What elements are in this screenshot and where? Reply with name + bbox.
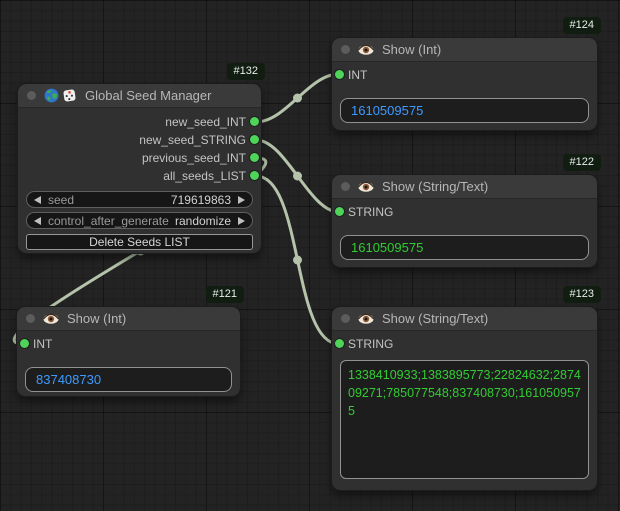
eye-icon: [358, 313, 374, 325]
output-label: all_seeds_LIST: [163, 169, 246, 183]
string-display-textarea[interactable]: 1338410933;1383895773;22824632;287409271…: [340, 360, 589, 479]
int-display-field[interactable]: 837408730: [25, 367, 232, 392]
node-titlebar[interactable]: Global Seed Manager: [18, 84, 261, 108]
output-slot-new_seed_INT: new_seed_INT: [18, 113, 261, 131]
output-label: new_seed_STRING: [139, 133, 246, 147]
seed-widget[interactable]: seed 719619863: [26, 191, 253, 208]
prev-option-arrow-icon[interactable]: [34, 216, 41, 225]
link-midpoint-dot: [293, 171, 302, 181]
output-port-all_seeds_LIST[interactable]: [250, 171, 259, 180]
input-label: INT: [33, 337, 53, 351]
int-display-field[interactable]: 1610509575: [340, 98, 589, 123]
output-label: previous_seed_INT: [141, 151, 246, 165]
next-option-arrow-icon[interactable]: [238, 216, 245, 225]
input-slot-int: INT: [332, 66, 597, 84]
output-slot-previous_seed_INT: previous_seed_INT: [18, 149, 261, 167]
eye-icon: [358, 44, 374, 56]
link-midpoint-dot: [293, 255, 302, 265]
output-port-previous_seed_INT[interactable]: [250, 153, 259, 162]
node-title: Show (Int): [382, 42, 442, 57]
globe-icon: [44, 88, 59, 103]
node-show-int-124[interactable]: #124 Show (Int) INT 1610509575: [331, 17, 601, 131]
output-port-new_seed_INT[interactable]: [250, 117, 259, 126]
input-slot-string: STRING: [332, 203, 597, 221]
node-global-seed-manager[interactable]: #132 Global Seed Ma: [17, 63, 265, 254]
delete-seeds-list-button[interactable]: Delete Seeds LIST: [26, 234, 253, 250]
input-port-int[interactable]: [335, 70, 344, 79]
node-id-badge: #124: [562, 17, 601, 34]
string-display-field[interactable]: 1610509575: [340, 235, 589, 260]
eye-icon: [43, 313, 59, 325]
node-show-string-123[interactable]: #123 Show (String/Text) STRING 133841093…: [331, 286, 601, 491]
input-slot-string: STRING: [332, 335, 597, 353]
node-title: Show (String/Text): [382, 179, 489, 194]
widget-value: randomize: [174, 213, 231, 228]
input-port-string[interactable]: [335, 207, 344, 216]
control-after-generate-widget[interactable]: control_after_generate randomize: [26, 212, 253, 229]
widget-label: seed: [48, 192, 75, 207]
output-port-new_seed_STRING[interactable]: [250, 135, 259, 144]
node-id-badge: #121: [205, 286, 244, 303]
input-port-int[interactable]: [20, 339, 29, 348]
input-label: INT: [348, 68, 368, 82]
widget-value: 719619863: [170, 192, 231, 207]
input-label: STRING: [348, 337, 394, 351]
widget-label: control_after_generate: [48, 213, 169, 228]
collapse-dot[interactable]: [27, 91, 36, 100]
increment-arrow-icon[interactable]: [238, 195, 245, 204]
node-show-string-122[interactable]: #122 Show (String/Text) STRING 161050957…: [331, 154, 601, 268]
eye-icon: [358, 181, 374, 193]
node-titlebar[interactable]: Show (String/Text): [332, 307, 597, 331]
dice-icon: [62, 88, 77, 103]
node-title: Show (String/Text): [382, 311, 489, 326]
decrement-arrow-icon[interactable]: [34, 195, 41, 204]
input-label: STRING: [348, 205, 394, 219]
input-slot-int: INT: [17, 335, 240, 353]
link-midpoint-dot: [293, 93, 302, 103]
output-slot-all_seeds_LIST: all_seeds_LIST: [18, 167, 261, 185]
node-show-int-121[interactable]: #121 Show (Int) INT 837408730: [16, 286, 244, 397]
node-titlebar[interactable]: Show (Int): [17, 307, 240, 331]
node-titlebar[interactable]: Show (String/Text): [332, 175, 597, 199]
collapse-dot[interactable]: [341, 314, 350, 323]
input-port-string[interactable]: [335, 339, 344, 348]
collapse-dot[interactable]: [26, 314, 35, 323]
output-slot-new_seed_STRING: new_seed_STRING: [18, 131, 261, 149]
output-label: new_seed_INT: [165, 115, 246, 129]
node-id-badge: #132: [226, 63, 265, 80]
node-titlebar[interactable]: Show (Int): [332, 38, 597, 62]
node-title: Global Seed Manager: [85, 88, 212, 103]
node-id-badge: #123: [562, 286, 601, 303]
collapse-dot[interactable]: [341, 45, 350, 54]
node-id-badge: #122: [562, 154, 601, 171]
collapse-dot[interactable]: [341, 182, 350, 191]
node-title: Show (Int): [67, 311, 127, 326]
